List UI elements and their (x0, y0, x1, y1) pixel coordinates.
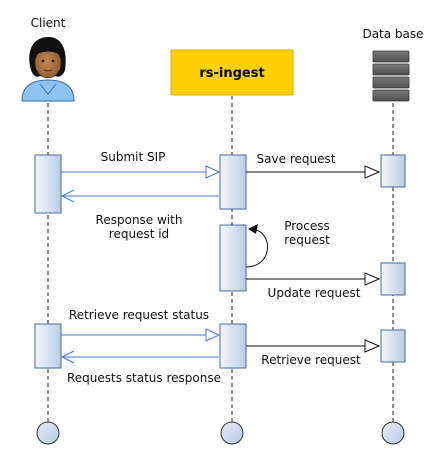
participant-client-label: Client (31, 16, 66, 30)
message-status-response (60, 350, 219, 364)
participant-ingest-label: rs-ingest (199, 66, 264, 81)
ingest-lifeline-end (220, 421, 244, 445)
database-activation-1 (380, 154, 406, 188)
participant-database-label: Data base (362, 27, 423, 41)
message-retrieve-status (61, 328, 221, 342)
database-icon (372, 50, 410, 102)
database-activation-2 (380, 262, 406, 296)
message-retrieve-request (246, 339, 381, 353)
ingest-activation-3 (219, 323, 247, 369)
message-submit-sip (61, 165, 221, 179)
message-update-request (246, 272, 381, 286)
database-lifeline-end (381, 421, 405, 445)
message-response-label-line2: request id (109, 227, 169, 241)
message-retrieve-status-label: Retrieve request status (69, 308, 209, 322)
client-lifeline-end (36, 421, 60, 445)
message-retrieve-request-label: Retrieve request (261, 353, 361, 367)
message-response-label-line1: Response with (96, 213, 183, 227)
client-activation-2 (34, 323, 62, 369)
participant-ingest-box (170, 49, 294, 96)
client-avatar-icon (21, 36, 75, 102)
message-process-label-line1: Process (284, 219, 330, 233)
message-save-request (246, 165, 381, 179)
ingest-activation-1 (219, 154, 247, 210)
message-process-label-line2: request (284, 233, 330, 247)
ingest-activation-2 (219, 224, 247, 292)
message-process-request (245, 224, 268, 268)
message-save-request-label: Save request (257, 152, 336, 166)
database-activation-3 (380, 329, 406, 363)
message-update-request-label: Update request (268, 286, 361, 300)
message-status-response-label: Requests status response (67, 371, 221, 385)
message-response-request-id (60, 189, 219, 203)
client-activation-1 (34, 154, 62, 214)
message-submit-sip-label: Submit SIP (101, 150, 166, 164)
